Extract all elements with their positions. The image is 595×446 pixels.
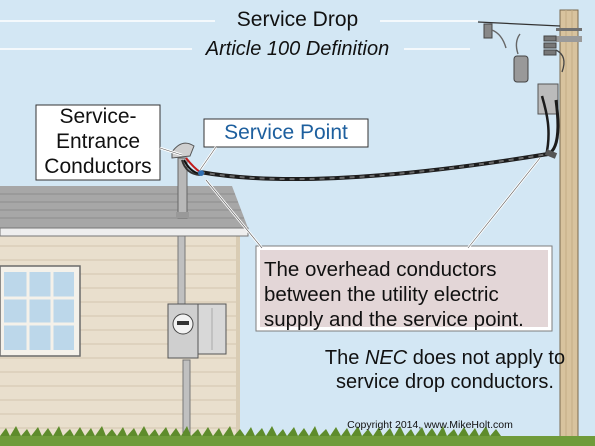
service-point-label: Service Point <box>224 121 348 144</box>
label-line: Entrance <box>55 130 141 153</box>
label-line: Service- <box>59 105 137 128</box>
page-title: Service Drop <box>236 8 359 31</box>
service-point-label-box <box>203 118 369 148</box>
title-rules <box>0 20 478 50</box>
definition-text: The overhead conductors between the util… <box>264 257 554 332</box>
definition-line: supply and the service point. <box>264 308 524 331</box>
grass-icon <box>0 426 595 446</box>
meter-icon <box>167 303 227 359</box>
copyright-text: Copyright 2014, www.MikeHolt.com <box>347 419 513 431</box>
definition-line: between the utility electric <box>264 283 499 306</box>
window <box>0 265 81 357</box>
note-suffix: does not apply to <box>407 347 566 369</box>
nec-emphasis: NEC <box>364 347 408 369</box>
service-entrance-label-box <box>35 104 161 181</box>
note-prefix: The <box>324 347 365 369</box>
utility-pole <box>556 9 582 446</box>
service-mast <box>176 157 189 219</box>
note-line-1: The NEC does not apply to <box>300 346 590 370</box>
service-drop-conductors <box>199 95 560 182</box>
service-entrance-conductors-label: Service- Entrance Conductors <box>34 104 162 179</box>
insulator-icon <box>477 21 565 115</box>
note-line-2: service drop conductors. <box>336 371 554 393</box>
page-subtitle: Article 100 Definition <box>205 38 390 60</box>
definition-callout-fill <box>260 250 548 327</box>
leader-lines-outline <box>159 146 541 249</box>
definition-line: The overhead conductors <box>264 258 497 281</box>
label-line: Conductors <box>44 155 152 178</box>
nec-note: The NEC does not apply to service drop c… <box>300 346 590 394</box>
roof <box>0 186 249 237</box>
